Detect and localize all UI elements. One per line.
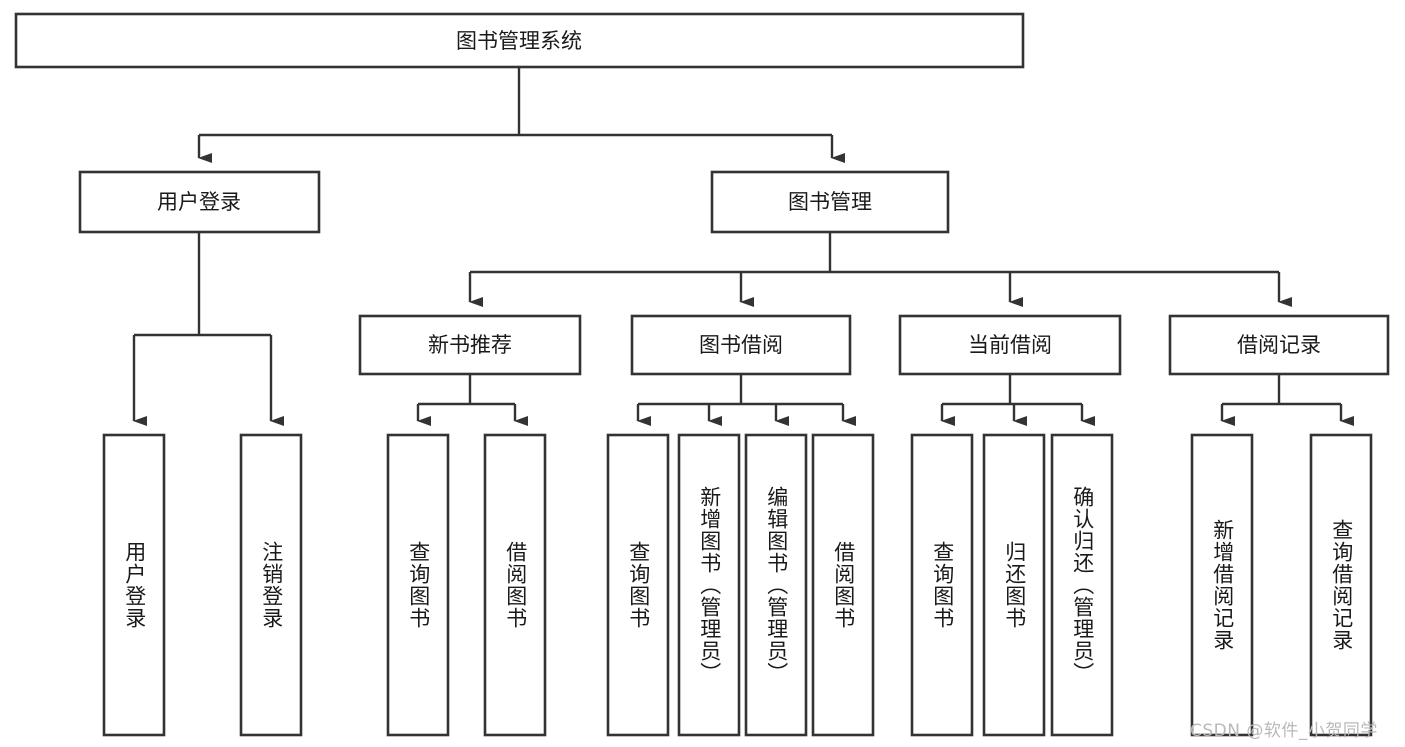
node-new-book-recommend[interactable]: 新书推荐	[358, 314, 582, 376]
node-leaf-return-book-box[interactable]	[982, 433, 1046, 737]
node-current-borrow-box[interactable]	[898, 314, 1122, 376]
node-new-book-recommend-box[interactable]	[358, 314, 582, 376]
node-leaf-user-login-box[interactable]	[102, 433, 166, 737]
node-leaf-borrow-book-2-box[interactable]	[811, 433, 875, 737]
node-new-book-recommend-label: 新书推荐	[428, 333, 512, 357]
node-book-manage-box[interactable]	[710, 170, 950, 234]
node-book-borrow-label: 图书借阅	[699, 333, 783, 357]
node-book-borrow[interactable]: 图书借阅	[630, 314, 852, 376]
node-user-login-box[interactable]	[78, 170, 321, 234]
node-borrow-record[interactable]: 借阅记录	[1168, 314, 1390, 376]
node-leaf-query-borrow-record-box[interactable]	[1309, 433, 1373, 737]
node-book-borrow-box[interactable]	[630, 314, 852, 376]
node-leaf-query-book-1-box[interactable]	[386, 433, 450, 737]
node-leaf-confirm-return-admin-box[interactable]	[1050, 433, 1114, 737]
node-current-borrow-label: 当前借阅	[968, 333, 1052, 357]
node-leaf-logout-login-box[interactable]	[239, 433, 303, 737]
node-book-manage-label: 图书管理	[788, 190, 872, 214]
node-book-manage[interactable]: 图书管理	[710, 170, 950, 234]
node-leaf-query-book-2-box[interactable]	[606, 433, 670, 737]
node-user-login[interactable]: 用户登录	[78, 170, 321, 234]
node-leaf-add-book-admin-box[interactable]	[677, 433, 741, 737]
node-root-label: 图书管理系统	[456, 29, 582, 53]
node-root[interactable]: 图书管理系统	[14, 12, 1025, 69]
node-borrow-record-label: 借阅记录	[1237, 333, 1321, 357]
node-user-login-label: 用户登录	[157, 190, 241, 214]
node-leaf-borrow-book-1-box[interactable]	[483, 433, 547, 737]
node-current-borrow[interactable]: 当前借阅	[898, 314, 1122, 376]
node-borrow-record-box[interactable]	[1168, 314, 1390, 376]
connector-layer	[132, 67, 1354, 426]
node-leaf-add-borrow-record-box[interactable]	[1190, 433, 1254, 737]
node-layer: 图书管理系统 用户登录 图书管理 新书推荐 图书借阅 当前	[14, 12, 1390, 737]
node-leaf-query-book-3-box[interactable]	[910, 433, 974, 737]
csdn-watermark: CSDN @软件_小贺同学	[1190, 721, 1378, 741]
node-root-box[interactable]	[14, 12, 1025, 69]
node-leaf-edit-book-admin-box[interactable]	[744, 433, 808, 737]
